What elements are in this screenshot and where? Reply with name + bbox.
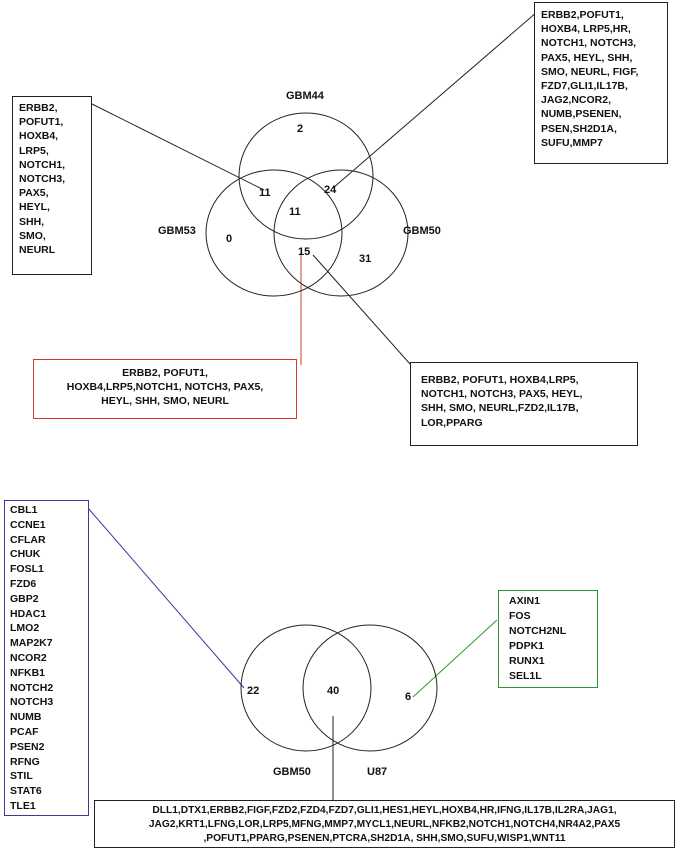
gene-list-line: FOS (509, 610, 531, 622)
gene-list-line: NOTCH1, (19, 158, 66, 171)
gene-box-top-left: ERBB2, POFUT1,HOXB4,LRP5,NOTCH1, NOTCH3,PA… (12, 96, 92, 275)
gene-list-line: MAP2K7 (10, 637, 53, 650)
connector-top-right (332, 11, 538, 189)
gene-list-line: SEL1L (509, 670, 542, 682)
count-gbm53-gbm50: 15 (298, 246, 310, 258)
gene-list-line: LOR,PPARG (421, 416, 483, 429)
set-label-gbm50: GBM50 (403, 225, 441, 237)
gene-list-line: NFKB1 (10, 666, 46, 679)
count-all-three: 11 (289, 206, 301, 218)
gene-list-line: PSEN,SH2D1A, (541, 122, 617, 135)
gene-list-line: AXIN1 (509, 595, 540, 607)
gene-list-line: JAG2,NCOR2, (541, 94, 612, 107)
gene-list-line: ,POFUT1,PPARG,PSENEN,PTCRA,SH2D1A, SHH,S… (203, 832, 566, 844)
count-gbm50-only: 31 (359, 253, 371, 265)
gene-list-line: NOTCH2 (10, 681, 54, 694)
count-gbm50-only-bottom: 22 (247, 685, 259, 697)
set-label-u87: U87 (367, 766, 387, 778)
gene-list-line: SMO, NEURL, FIGF, (541, 65, 639, 78)
gene-list-line: ERBB2, POFUT1, (122, 367, 208, 379)
gene-list-line: FZD7,GLI1,IL17B, (541, 80, 628, 93)
gene-list-line: ERBB2, (19, 102, 58, 114)
gene-list-line: HEYL, SHH, SMO, NEURL (101, 395, 229, 408)
gene-box-mid-red: ERBB2, POFUT1, HOXB4,LRP5,NOTCH1, NOTCH3,… (33, 359, 297, 419)
gene-list-line: POFUT1, (19, 116, 64, 129)
gene-list-line: PAX5, HEYL, SHH, (541, 51, 633, 64)
count-gbm44-gbm53: 11 (259, 187, 271, 199)
gene-list-line: CHUK (10, 548, 41, 561)
gene-list-line: RUNX1 (509, 655, 545, 667)
gene-list-line: NOTCH1, NOTCH3, (541, 37, 637, 50)
gene-list-line: HDAC1 (10, 607, 47, 620)
gene-list-line: NOTCH3 (10, 696, 54, 709)
gene-list-line: LMO2 (10, 622, 40, 635)
set-label-gbm53: GBM53 (158, 225, 196, 237)
gene-list-line: CCNE1 (10, 518, 46, 531)
gene-list-line: PAX5, (19, 187, 49, 200)
gene-list-line: SUFU,MMP7 (541, 136, 603, 149)
count-gbm50-u87: 40 (327, 685, 339, 697)
count-gbm44-only: 2 (297, 123, 303, 135)
gene-list-line: NUMB (10, 711, 42, 724)
gene-list-line: HOXB4, LRP5,HR, (541, 23, 631, 36)
gene-list-line: NOTCH2NL (509, 625, 567, 637)
gene-list-line: RFNG (10, 755, 40, 768)
circle-gbm50 (273, 169, 409, 297)
circle-gbm50-bottom (240, 624, 372, 752)
gene-list-line: TLE1 (10, 799, 36, 812)
gene-list-line: GBP2 (10, 592, 39, 605)
circle-gbm44 (238, 112, 374, 240)
gene-list-line: SHH, (19, 215, 45, 228)
gene-list-line: STIL (10, 770, 33, 783)
gene-list-line: NEURL (19, 244, 56, 257)
circle-gbm53 (205, 169, 343, 297)
gene-list-line: HEYL, (19, 201, 50, 214)
gene-list-line: ERBB2,POFUT1, (541, 9, 624, 21)
gene-list-line: CFLAR (10, 533, 46, 546)
connector-mid-right (312, 254, 411, 365)
gene-list-line: SMO, (19, 229, 46, 242)
gene-list-line: FZD6 (10, 577, 37, 590)
gene-list-line: STAT6 (10, 785, 42, 798)
set-label-gbm50-bottom: GBM50 (273, 766, 311, 778)
gene-box-top-right: ERBB2,POFUT1, HOXB4, LRP5,HR,NOTCH1, NOTC… (534, 2, 668, 164)
gene-list-line: CBL1 (10, 504, 38, 516)
gene-list-line: NOTCH3, (19, 173, 66, 186)
connector-blue (87, 507, 245, 689)
count-gbm53-only: 0 (226, 233, 232, 245)
gene-list-line: PSEN2 (10, 740, 45, 753)
circle-u87 (302, 624, 438, 752)
count-gbm44-gbm50: 24 (324, 184, 337, 196)
gene-list-line: JAG2,KRT1,LFNG,LOR,LRP5,MFNG,MMP7,MYCL1,… (148, 818, 621, 830)
gene-box-bottom-center: DLL1,DTX1,ERBB2,FIGF,FZD2,FZD4,FZD7,GLI1… (94, 800, 675, 848)
set-label-gbm44: GBM44 (286, 90, 325, 102)
gene-list-line: PCAF (10, 725, 39, 738)
gene-list-line: NUMB,PSENEN, (541, 108, 622, 121)
gene-list-line: HOXB4,LRP5,NOTCH1, NOTCH3, PAX5, (66, 381, 264, 394)
gene-list-line: FOSL1 (10, 563, 44, 576)
gene-list-line: NCOR2 (10, 651, 47, 664)
gene-list-line: DLL1,DTX1,ERBB2,FIGF,FZD2,FZD4,FZD7,GLI1… (152, 805, 617, 816)
gene-box-mid-right: ERBB2, POFUT1, HOXB4,LRP5, NOTCH1, NOTCH3… (410, 362, 638, 446)
gene-list-line: LRP5, (19, 144, 49, 157)
gene-list-line: HOXB4, (19, 130, 59, 143)
connector-top-left (91, 103, 265, 191)
gene-list-line: SHH, SMO, NEURL,FZD2,IL17B, (421, 402, 579, 415)
connector-green (412, 619, 498, 698)
gene-list-line: PDPK1 (509, 640, 545, 652)
count-u87-only: 6 (405, 691, 411, 703)
gene-list-line: NOTCH1, NOTCH3, PAX5, HEYL, (421, 388, 583, 401)
gene-list-line: ERBB2, POFUT1, HOXB4,LRP5, (421, 374, 579, 386)
